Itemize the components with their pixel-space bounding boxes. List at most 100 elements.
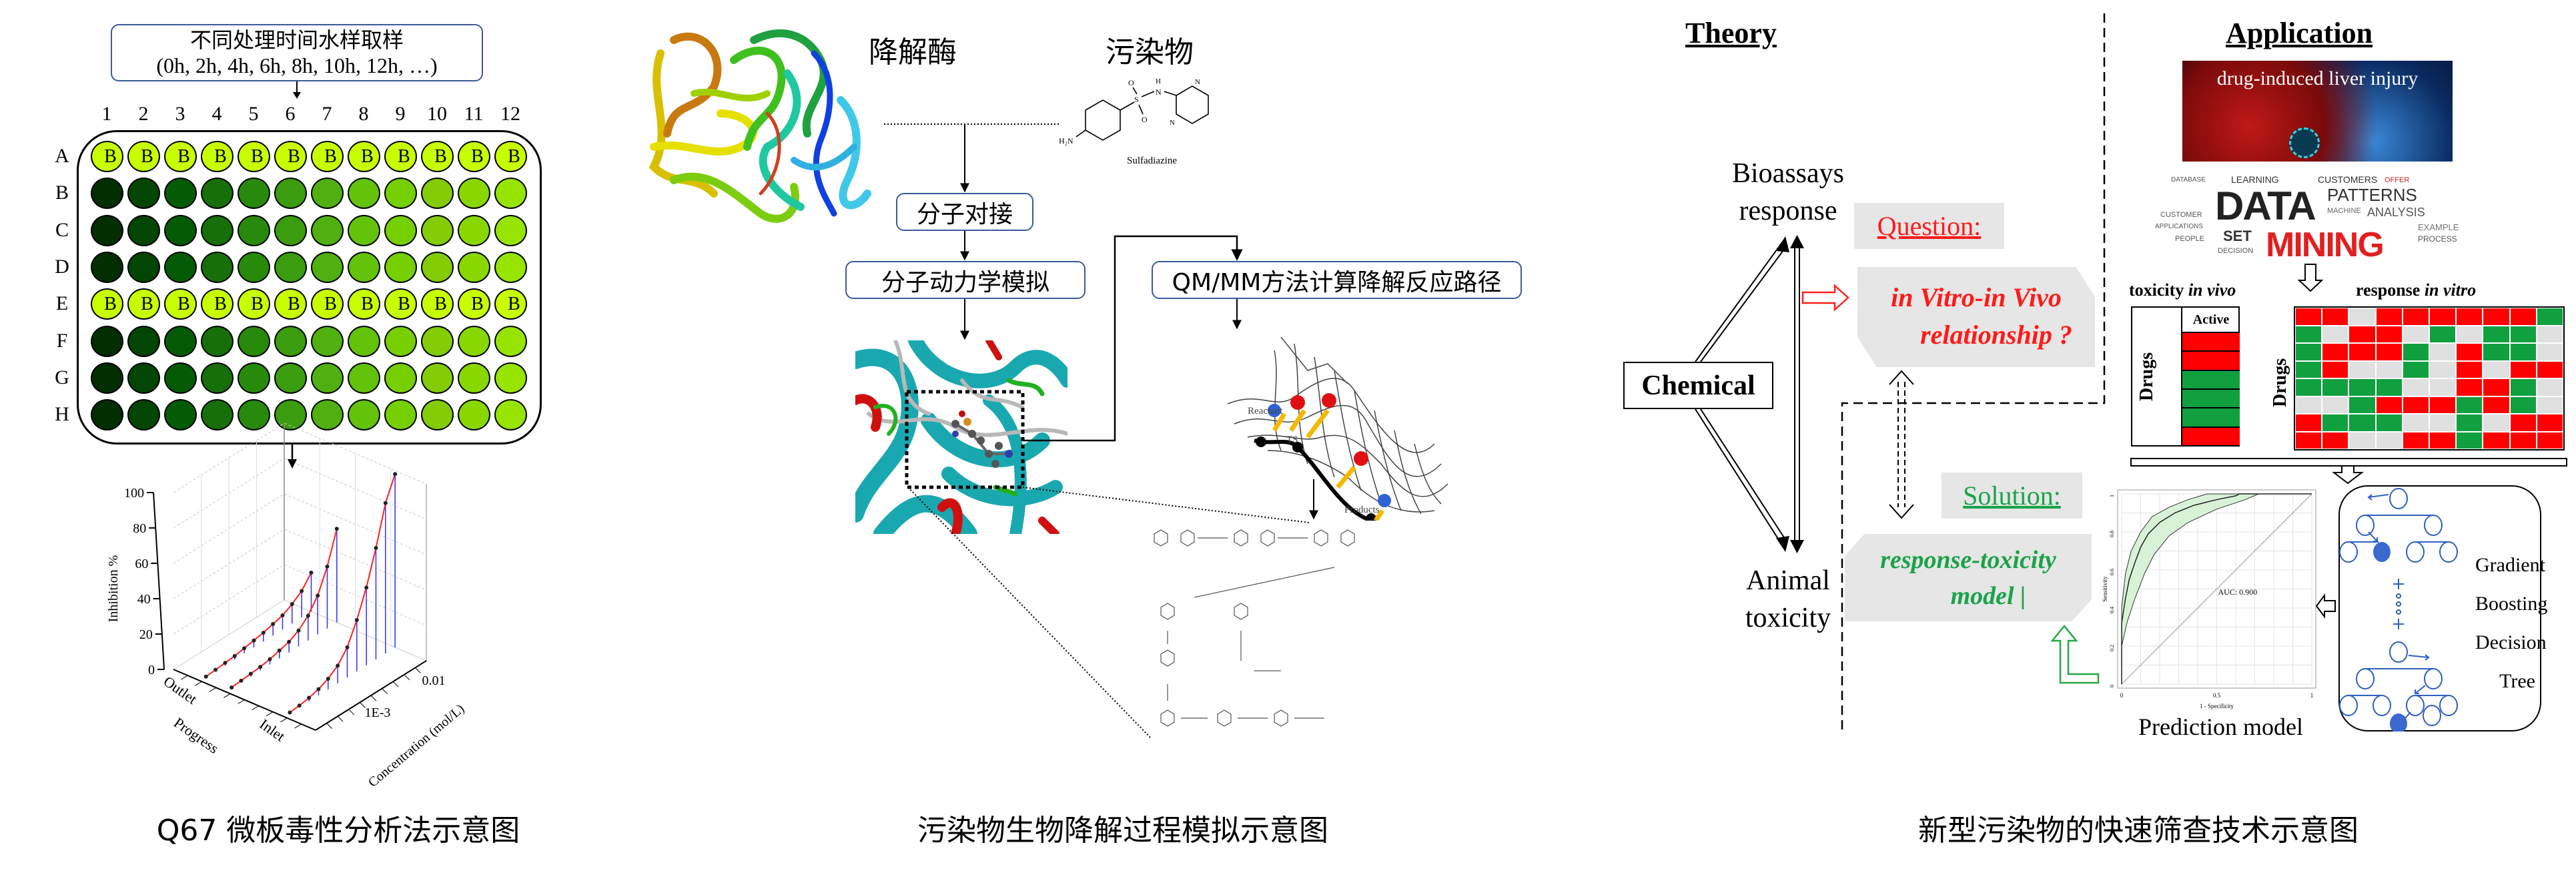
roc-y-label: Sensitivity bbox=[2102, 576, 2108, 602]
data-point bbox=[223, 661, 228, 665]
roc-y-tick: 0 bbox=[2109, 685, 2115, 687]
plate-well bbox=[384, 178, 417, 210]
plate-row-label: D bbox=[55, 255, 69, 278]
data-point bbox=[326, 676, 330, 681]
atom-n: N bbox=[1195, 78, 1200, 86]
plate-well bbox=[274, 251, 307, 283]
plate-well bbox=[348, 362, 380, 394]
word: LEARNING bbox=[2231, 174, 2279, 185]
heatmap-cell bbox=[2537, 361, 2563, 378]
plate-column-label: 8 bbox=[358, 103, 369, 125]
plate-well bbox=[127, 362, 160, 394]
progress-tick bbox=[252, 705, 260, 711]
heatmap-cell bbox=[2296, 308, 2322, 325]
step-molecular-docking: 分子对接 bbox=[896, 193, 1033, 231]
solution-label: Solution: bbox=[1963, 481, 2061, 511]
heatmap-cell bbox=[2349, 344, 2375, 360]
data-point bbox=[271, 621, 276, 626]
heatmap-cell bbox=[2537, 396, 2563, 413]
data-point bbox=[393, 472, 398, 477]
plate-well bbox=[274, 362, 307, 394]
data-point bbox=[280, 613, 285, 618]
plate-well bbox=[458, 251, 490, 283]
plate-well bbox=[238, 214, 270, 246]
data-point bbox=[252, 638, 256, 643]
data-point bbox=[383, 501, 388, 505]
blank-well-label: B bbox=[508, 145, 520, 167]
panel3-lines bbox=[1695, 13, 2567, 734]
plate-well: B bbox=[164, 141, 197, 172]
blank-well-label: B bbox=[361, 145, 374, 167]
word: ANALYSIS bbox=[2367, 206, 2425, 219]
caption-rapid-screening: 新型污染物的快速筛查技术示意图 bbox=[1918, 814, 2358, 848]
plate-well bbox=[458, 178, 490, 210]
heatmap-cell bbox=[2510, 396, 2536, 413]
pes-reactant-label: Reactant bbox=[1248, 406, 1283, 416]
plate-well bbox=[201, 325, 234, 357]
liver-banner-text: drug-induced liver injury bbox=[2216, 67, 2419, 89]
blank-well-label: B bbox=[177, 293, 190, 314]
word: DATA bbox=[2215, 184, 2316, 228]
concentration-tick bbox=[382, 688, 388, 694]
plate-well bbox=[238, 178, 270, 210]
heatmap-cell bbox=[2510, 344, 2536, 360]
sampling-box: 不同处理时间水样取样 (0h, 2h, 4h, 6h, 8h, 10h, 12h… bbox=[111, 24, 483, 81]
roc-x-label: 1 - Specificity bbox=[2200, 703, 2234, 709]
decision-tree-diagram bbox=[2339, 488, 2458, 732]
y-axis-label: Inhibition % bbox=[106, 555, 121, 623]
enzyme-label: 降解酶 bbox=[869, 35, 957, 69]
plate-well bbox=[201, 399, 234, 431]
plate-well bbox=[494, 214, 527, 246]
plate-well bbox=[164, 251, 197, 283]
plate-column-label: 10 bbox=[427, 103, 447, 125]
blank-well-label: B bbox=[141, 145, 153, 167]
step-qmmm-pathway: QM/MM方法计算降解反应路径 bbox=[1152, 261, 1522, 299]
plate-well bbox=[458, 325, 490, 357]
heatmap-cell bbox=[2296, 414, 2322, 431]
heatmap-cell bbox=[2457, 344, 2483, 360]
gbdt-word: Decision bbox=[2475, 631, 2547, 653]
toxicity-cell bbox=[2182, 388, 2240, 408]
data-point bbox=[309, 570, 314, 575]
heatmap-cell bbox=[2296, 361, 2322, 378]
heatmap-cell bbox=[2510, 326, 2536, 342]
plate-well: B bbox=[274, 288, 307, 320]
heatmap-cell bbox=[2296, 344, 2322, 360]
heatmap-cell bbox=[2322, 361, 2348, 378]
plate-well bbox=[164, 214, 197, 246]
heatmap-cell bbox=[2430, 379, 2456, 396]
concentration-tick-label: 1E-3 bbox=[365, 705, 391, 720]
heatmap-cell bbox=[2403, 308, 2429, 325]
plate-well bbox=[494, 362, 527, 394]
plate-well bbox=[311, 214, 344, 246]
blank-well-label: B bbox=[471, 145, 484, 167]
toxicity-cell bbox=[2182, 407, 2240, 426]
roc-auc-label: AUC: 0.900 bbox=[2218, 587, 2258, 597]
plate-well bbox=[458, 214, 490, 246]
blank-well-label: B bbox=[398, 293, 410, 314]
heatmap-cell bbox=[2349, 379, 2375, 396]
plate-row-label: H bbox=[55, 403, 69, 426]
blank-well-label: B bbox=[214, 293, 227, 314]
step-label: 分子动力学模拟 bbox=[881, 268, 1049, 296]
heatmap-cell bbox=[2537, 344, 2563, 360]
data-point bbox=[287, 639, 292, 644]
plate-well bbox=[164, 362, 197, 394]
progress-tick bbox=[280, 717, 288, 723]
enzyme-structure-image bbox=[649, 29, 871, 223]
chart-gridline bbox=[173, 529, 427, 599]
heatmap-cell bbox=[2483, 414, 2509, 431]
progress-tick bbox=[181, 675, 188, 680]
heatmap-cell bbox=[2457, 379, 2483, 396]
plate-well bbox=[127, 325, 160, 357]
data-point bbox=[345, 645, 350, 649]
solution-line1: response-toxicity bbox=[1880, 546, 2056, 574]
blank-well-label: B bbox=[398, 145, 410, 167]
heatmap-cell bbox=[2483, 432, 2509, 449]
question-label: Question: bbox=[1877, 211, 1982, 241]
plate-row-label: C bbox=[55, 218, 69, 241]
heatmap-cell bbox=[2349, 326, 2375, 342]
blank-well-label: B bbox=[104, 145, 117, 167]
blank-well-label: B bbox=[508, 293, 520, 314]
plate-well: B bbox=[348, 288, 380, 320]
